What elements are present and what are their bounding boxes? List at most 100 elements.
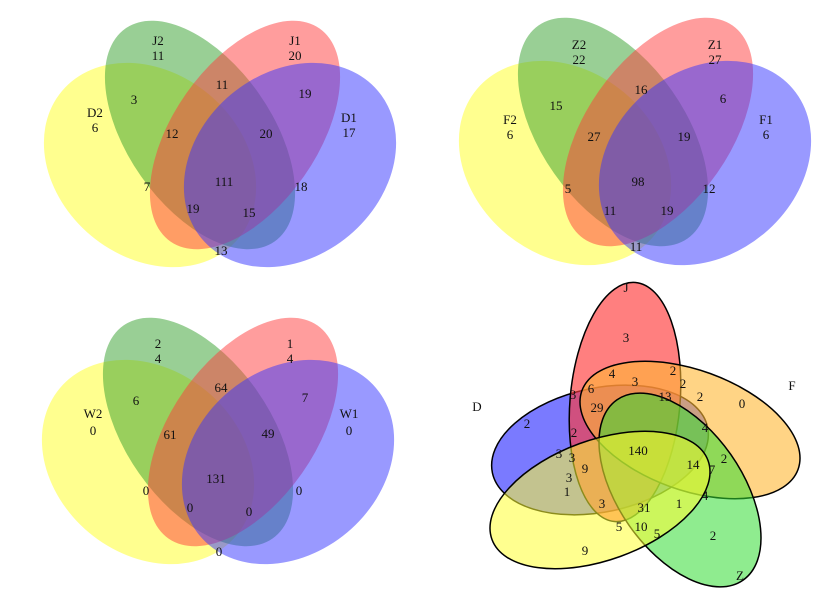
venn4-2-set-count: 22 <box>573 52 586 67</box>
venn4-3-region: 49 <box>262 426 275 441</box>
venn4-3-region: 131 <box>206 471 226 486</box>
venn5-set-label: F <box>788 378 795 393</box>
venn5-region: 2 <box>721 451 728 466</box>
venn4-panel-2: F2 6 Z2 22 Z1 27 F1 6 15 16 6 27 19 98 5… <box>458 17 812 266</box>
venn4-2-region: 12 <box>703 181 716 196</box>
venn5-region: 4 <box>702 420 709 435</box>
venn5-set-label: D <box>472 399 481 414</box>
venn4-1-set-blue <box>183 62 397 268</box>
venn4-1-set-label: D1 <box>341 110 357 125</box>
venn5-region: 7 <box>709 462 716 477</box>
venn5-region: 13 <box>659 389 672 404</box>
venn4-1-set-count: 11 <box>152 48 165 63</box>
venn5-region: 2 <box>670 363 677 378</box>
venn4-2-region: 15 <box>550 98 563 113</box>
venn5-region: 0 <box>739 396 746 411</box>
venn5-region: 3 <box>623 330 630 345</box>
venn5-region: 9 <box>582 543 589 558</box>
venn5-region: 3 <box>632 374 639 389</box>
venn5-region: 3 <box>569 450 576 465</box>
venn4-3-region: 0 <box>143 483 150 498</box>
venn5-region: 2 <box>710 528 717 543</box>
venn4-2-set-label: F1 <box>759 112 773 127</box>
venn5-region: 2 <box>571 425 578 440</box>
venn4-2-set-count: 27 <box>709 52 723 67</box>
venn4-1-region: 12 <box>166 126 179 141</box>
venn5-region: 4 <box>702 488 709 503</box>
venn4-3-region: 6 <box>133 393 140 408</box>
venn4-1-set-count: 20 <box>289 48 302 63</box>
venn4-3-region: 7 <box>302 390 309 405</box>
venn5-region: 29 <box>591 400 604 415</box>
venn5-region: 3 <box>599 496 606 511</box>
venn4-2-region: 6 <box>720 91 727 106</box>
venn5-region: 3 <box>566 470 573 485</box>
venn4-3-region: 0 <box>246 504 253 519</box>
venn4-1-region: 111 <box>215 174 234 189</box>
venn4-1-set-count: 6 <box>92 120 99 135</box>
venn5-region: 9 <box>582 461 589 476</box>
venn4-2-region: 5 <box>565 181 572 196</box>
venn4-3-set-count: 0 <box>90 423 97 438</box>
venn4-1-region: 19 <box>299 86 312 101</box>
venn4-2-set-count: 6 <box>763 127 770 142</box>
venn4-3-region: 0 <box>296 483 303 498</box>
venn4-1-region: 19 <box>187 201 200 216</box>
venn5-set-label: Z <box>736 568 744 583</box>
venn5-region: 14 <box>687 457 701 472</box>
venn5-region: 10 <box>635 519 648 534</box>
venn4-2-region: 11 <box>604 203 617 218</box>
venn4-3-set-label: W1 <box>340 406 359 421</box>
venn4-1-region: 11 <box>216 77 229 92</box>
venn4-1-set-label: J2 <box>152 33 164 48</box>
venn5-region: 5 <box>654 526 661 541</box>
venn5-region: 31 <box>638 500 651 515</box>
venn5-region: 2 <box>524 416 531 431</box>
venn4-3-region: 64 <box>215 380 229 395</box>
venn4-2-set-count: 6 <box>507 127 514 142</box>
venn4-1-region: 7 <box>144 179 151 194</box>
venn4-1-region: 3 <box>131 92 138 107</box>
venn4-1-region: 13 <box>215 243 228 258</box>
venn5-ellipse-yellow <box>489 430 711 570</box>
venn4-2-set-label: Z1 <box>708 37 722 52</box>
venn4-2-set-label: Z2 <box>572 37 586 52</box>
venn4-1-region: 18 <box>295 179 308 194</box>
venn4-3-set-label: W2 <box>84 406 103 421</box>
venn5-region: 1 <box>676 496 683 511</box>
venn4-2-region: 16 <box>635 82 649 97</box>
venn5-region: 5 <box>616 519 623 534</box>
venn5-region: 4 <box>609 366 616 381</box>
venn5-region: 6 <box>588 381 595 396</box>
venn4-1-set-label: D2 <box>87 105 103 120</box>
venn4-2-region: 27 <box>588 129 602 144</box>
venn5-region: 1 <box>564 484 571 499</box>
venn5-region: 3 <box>570 387 577 402</box>
venn5-set-label: J <box>623 280 628 295</box>
venn4-2-set-blue <box>598 60 812 266</box>
venn4-3-region: 0 <box>216 544 223 559</box>
venn4-1-region: 15 <box>243 205 256 220</box>
venn4-2-region: 98 <box>632 174 645 189</box>
venn4-3-set-count: 0 <box>346 423 353 438</box>
venn4-2-region: 19 <box>678 129 691 144</box>
venn4-2-set-label: F2 <box>503 112 517 127</box>
venn5-region: 140 <box>628 443 648 458</box>
venn4-1-set-count: 17 <box>343 125 357 140</box>
venn4-panel-1: D2 6 J2 11 J1 20 D1 17 3 11 19 12 20 111… <box>43 20 397 268</box>
venn5-region: 3 <box>556 446 563 461</box>
venn5-region: 2 <box>697 389 704 404</box>
venn4-2-region: 11 <box>630 239 643 254</box>
venn4-1-set-label: J1 <box>289 33 301 48</box>
venn4-3-set-blue <box>181 359 395 565</box>
venn5-region: 2 <box>680 376 687 391</box>
venn4-3-region: 0 <box>187 500 194 515</box>
venn4-1-region: 20 <box>260 126 273 141</box>
venn5-panel: J F Z D 3 2 0 2 9 2 2 3 4 13 2 2 1 6 3 2… <box>472 280 801 588</box>
venn4-3-region: 61 <box>164 427 177 442</box>
venn4-2-region: 19 <box>661 203 674 218</box>
